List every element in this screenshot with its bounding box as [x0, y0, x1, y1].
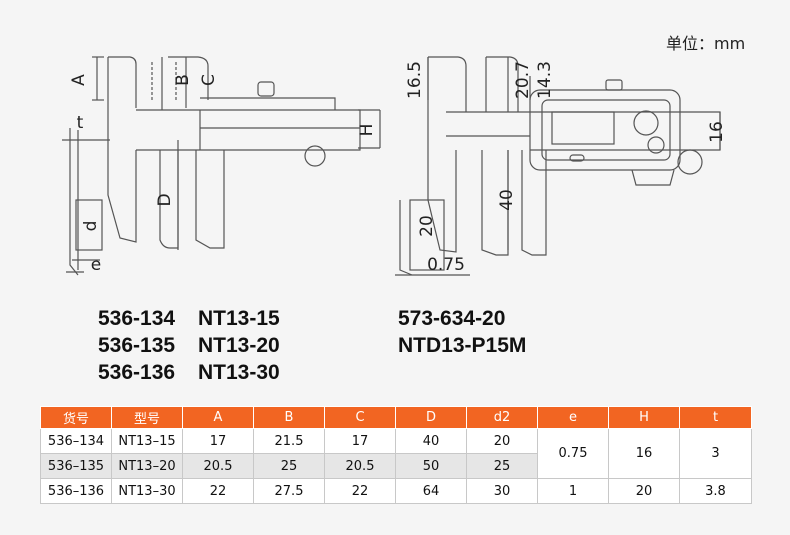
caliper-drawings: A B C H D t d e 16.5 20.7 14.3 16 40 20 … [62, 56, 727, 276]
table-cell-merged: 0.75 [537, 428, 609, 479]
model-name: NTD13-P15M [398, 334, 527, 357]
dim-14-3: 14.3 [535, 61, 555, 99]
table-cell-merged: 3 [679, 428, 752, 479]
model-code: 573-634-20 [398, 307, 506, 330]
table-cell: 30 [466, 478, 538, 504]
table-cell: 64 [395, 478, 467, 504]
table-cell: 21.5 [253, 428, 325, 454]
dim-B: B [173, 74, 193, 86]
spec-table: 货号 型号 A B C D d2 e H t 536–134 NT13–15 1… [40, 406, 752, 504]
header-cell: H [608, 406, 680, 429]
header-cell: A [182, 406, 254, 429]
unit-label: 单位：mm [666, 34, 746, 53]
table-cell: 22 [324, 478, 396, 504]
dim-16-5: 16.5 [405, 61, 425, 99]
table-cell: 20.5 [182, 453, 254, 479]
dim-C: C [199, 74, 219, 86]
dim-e: e [91, 255, 101, 275]
header-cell: B [253, 406, 325, 429]
model-code: 536-135 [98, 334, 176, 357]
model-code: 536-134 [98, 307, 176, 330]
table-cell: 20 [608, 478, 680, 504]
header-cell: C [324, 406, 396, 429]
header-cell: 型号 [111, 406, 183, 429]
dim-0-75: 0.75 [427, 255, 465, 275]
dim-A: A [69, 74, 89, 86]
dim-t: t [77, 113, 84, 133]
header-cell: d2 [466, 406, 538, 429]
table-cell: 17 [182, 428, 254, 454]
dim-20-7: 20.7 [513, 61, 533, 99]
table-cell: 1 [537, 478, 609, 504]
table-cell: NT13–15 [111, 428, 183, 454]
table-cell: 20.5 [324, 453, 396, 479]
dim-40: 40 [497, 189, 517, 211]
model-row: 536-134 NT13-15 [98, 305, 280, 332]
table-cell: 25 [253, 453, 325, 479]
table-cell: NT13–20 [111, 453, 183, 479]
table-header-row: 货号 型号 A B C D d2 e H t [40, 406, 752, 429]
header-cell: t [679, 406, 752, 429]
models-right: 573-634-20 NTD13-P15M [398, 305, 526, 359]
table-cell: NT13–30 [111, 478, 183, 504]
right-caliper-outline [395, 56, 721, 276]
model-code: 536-136 [98, 361, 176, 384]
table-row: 536–134 NT13–15 17 21.5 17 40 20 0.75 16… [40, 428, 752, 479]
table-cell: 27.5 [253, 478, 325, 504]
model-name: NT13-15 [198, 307, 280, 330]
table-row: 536–136 NT13–30 22 27.5 22 64 30 1 20 3.… [40, 478, 752, 504]
left-caliper-outline [62, 56, 381, 276]
table-cell: 17 [324, 428, 396, 454]
table-cell: 536–134 [40, 428, 112, 454]
dim-D: D [155, 193, 175, 206]
table-cell: 22 [182, 478, 254, 504]
dim-H: H [357, 124, 377, 137]
table-cell: 25 [466, 453, 538, 479]
table-row: 536–135 NT13–20 20.5 25 20.5 50 25 [40, 453, 752, 479]
table-cell: 3.8 [679, 478, 752, 504]
dim-20: 20 [417, 215, 437, 237]
model-name: NT13-30 [198, 361, 280, 384]
table-cell-merged: 16 [608, 428, 680, 479]
table-cell: 40 [395, 428, 467, 454]
table-cell: 536–135 [40, 453, 112, 479]
dim-d: d [81, 221, 101, 232]
header-cell: D [395, 406, 467, 429]
model-row: 536-135 NT13-20 [98, 332, 280, 359]
model-row: 536-136 NT13-30 [98, 359, 280, 386]
table-cell: 20 [466, 428, 538, 454]
header-cell: 货号 [40, 406, 112, 429]
dim-16: 16 [707, 121, 727, 143]
models-left: 536-134 NT13-15 536-135 NT13-20 536-136 NT1… [98, 305, 280, 386]
model-name: NT13-20 [198, 334, 280, 357]
table-cell: 536–136 [40, 478, 112, 504]
table-cell: 50 [395, 453, 467, 479]
header-cell: e [537, 406, 609, 429]
